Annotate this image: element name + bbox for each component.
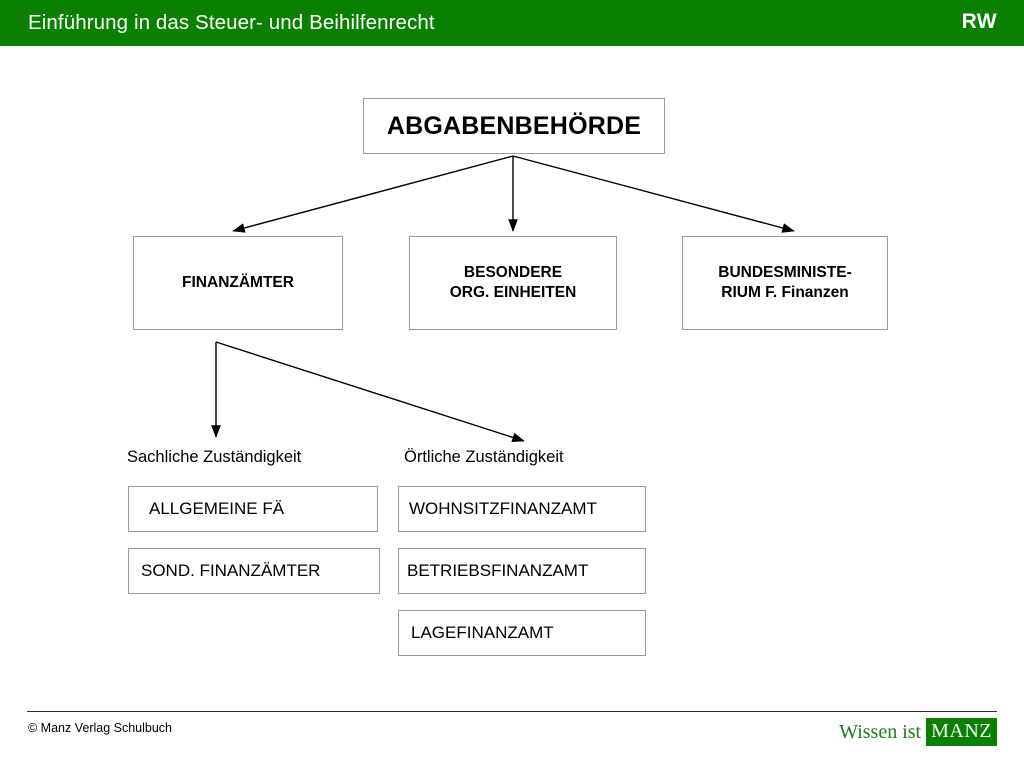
node-besondere-line1: BESONDERE [463,263,563,281]
node-bmf-line1: BUNDESMINISTE- [718,263,852,281]
node-besondere-line2: ORG. EINHEITEN [449,284,577,301]
page-title: Einführung in das Steuer- und Beihilfenr… [28,11,435,34]
manz-logo-wordmark: MANZ [926,718,997,746]
arrow-root-to-bmf [512,155,795,233]
caption-sachliche-zustaendigkeit: Sachliche Zuständigkeit [127,448,302,466]
manz-logo: Wissen ist MANZ [839,718,997,746]
node-besondere-org-einheiten-label: BESONDERE ORG. EINHEITEN [410,263,616,304]
node-sond-finanzaemter-label: SOND. FINANZÄMTER [141,561,321,580]
caption-oertliche-zustaendigkeit: Örtliche Zuständigkeit [404,448,564,466]
node-wohnsitzfinanzamt-label: WOHNSITZFINANZAMT [409,499,597,518]
footer-copyright: © Manz Verlag Schulbuch [28,721,173,735]
arrow-finanzaemter-to-oertlich [215,341,525,443]
node-sond-finanzaemter: SOND. FINANZÄMTER [128,548,380,594]
node-allgemeine-fae: ALLGEMEINE FÄ [128,486,378,532]
node-wohnsitzfinanzamt: WOHNSITZFINANZAMT [398,486,646,532]
node-besondere-org-einheiten: BESONDERE ORG. EINHEITEN [409,236,617,330]
node-abgabenbehoerde-label: ABGABENBEHÖRDE [386,111,642,140]
manz-logo-tagline: Wissen ist [839,720,922,743]
node-lagefinanzamt: LAGEFINANZAMT [398,610,646,656]
node-bundesministerium-finanzen: BUNDESMINISTE- RIUM F. Finanzen [682,236,888,330]
header-bar: Einführung in das Steuer- und Beihilfenr… [0,0,1024,46]
node-betriebsfinanzamt: BETRIEBSFINANZAMT [398,548,646,594]
node-bmf-line2: RIUM F. Finanzen [721,284,849,301]
node-lagefinanzamt-label: LAGEFINANZAMT [411,623,554,642]
node-allgemeine-fae-label: ALLGEMEINE FÄ [149,499,285,518]
node-bundesministerium-finanzen-label: BUNDESMINISTE- RIUM F. Finanzen [683,263,887,304]
node-abgabenbehoerde: ABGABENBEHÖRDE [363,98,665,154]
node-finanzaemter-label: FINANZÄMTER [182,274,294,291]
header-badge-rw: RW [961,10,997,33]
node-betriebsfinanzamt-label: BETRIEBSFINANZAMT [407,561,589,580]
node-finanzaemter: FINANZÄMTER [133,236,343,330]
arrow-root-to-finanzaemter [232,155,514,233]
footer-divider [27,711,997,712]
